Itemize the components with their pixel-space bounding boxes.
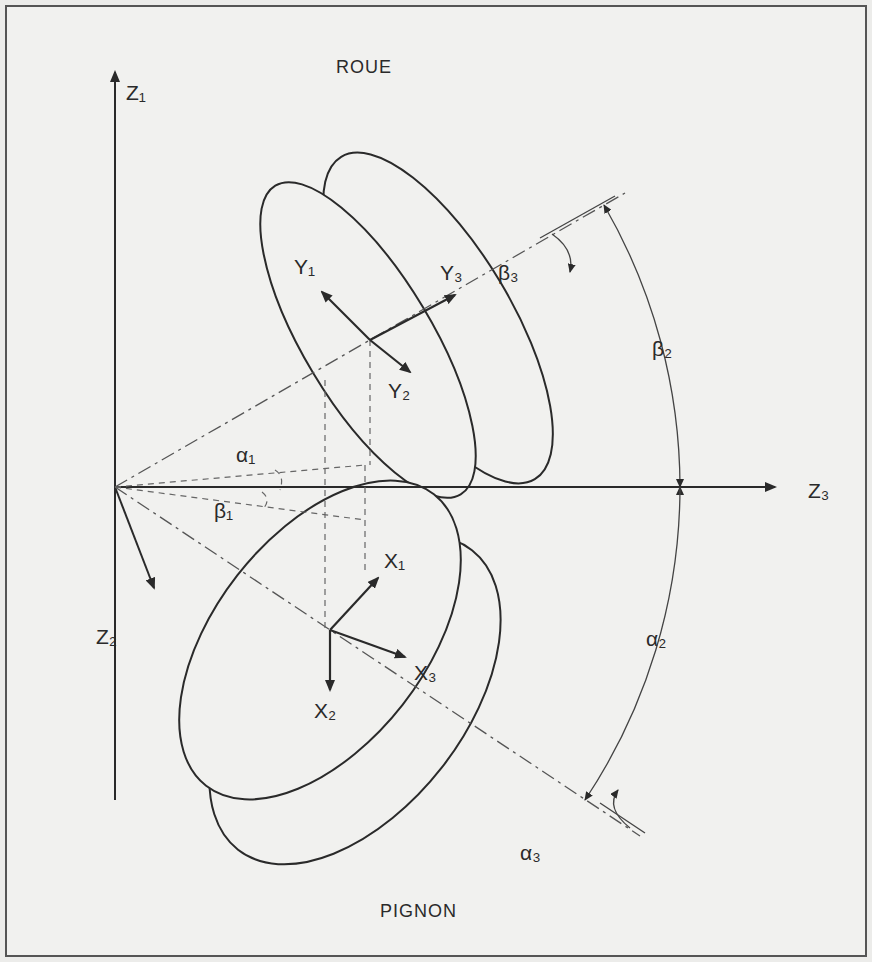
construction-lines: [115, 340, 370, 630]
axis-label: Z₂: [96, 626, 117, 647]
angle-label: β₃: [498, 262, 519, 283]
gear-axis-lines: [115, 193, 640, 836]
angle-label: α₃: [520, 842, 541, 863]
wheel-gear: [220, 120, 596, 527]
local-axes: [322, 292, 455, 690]
part-name: PIGNON: [380, 902, 457, 920]
axis-label: Z₁: [126, 82, 146, 103]
angle-arcs: [540, 196, 680, 833]
angle-label: β₂: [652, 338, 672, 359]
axis-label: X₁: [384, 550, 405, 571]
axis-label: Y₃: [440, 262, 463, 283]
axis-label: Y₂: [388, 380, 410, 401]
axis-label: X₂: [314, 700, 336, 721]
angle-label: β₁: [214, 500, 233, 521]
axes: [115, 72, 775, 800]
axis-label: X₃: [414, 662, 437, 683]
axis-label: Y₁: [294, 256, 315, 277]
angle-label: α₁: [236, 444, 255, 465]
part-name: ROUE: [336, 58, 392, 76]
frame: [6, 6, 866, 956]
angle-label: α₂: [646, 628, 666, 649]
axis-label: Z₃: [808, 480, 829, 501]
pinion-gear: [123, 430, 558, 918]
